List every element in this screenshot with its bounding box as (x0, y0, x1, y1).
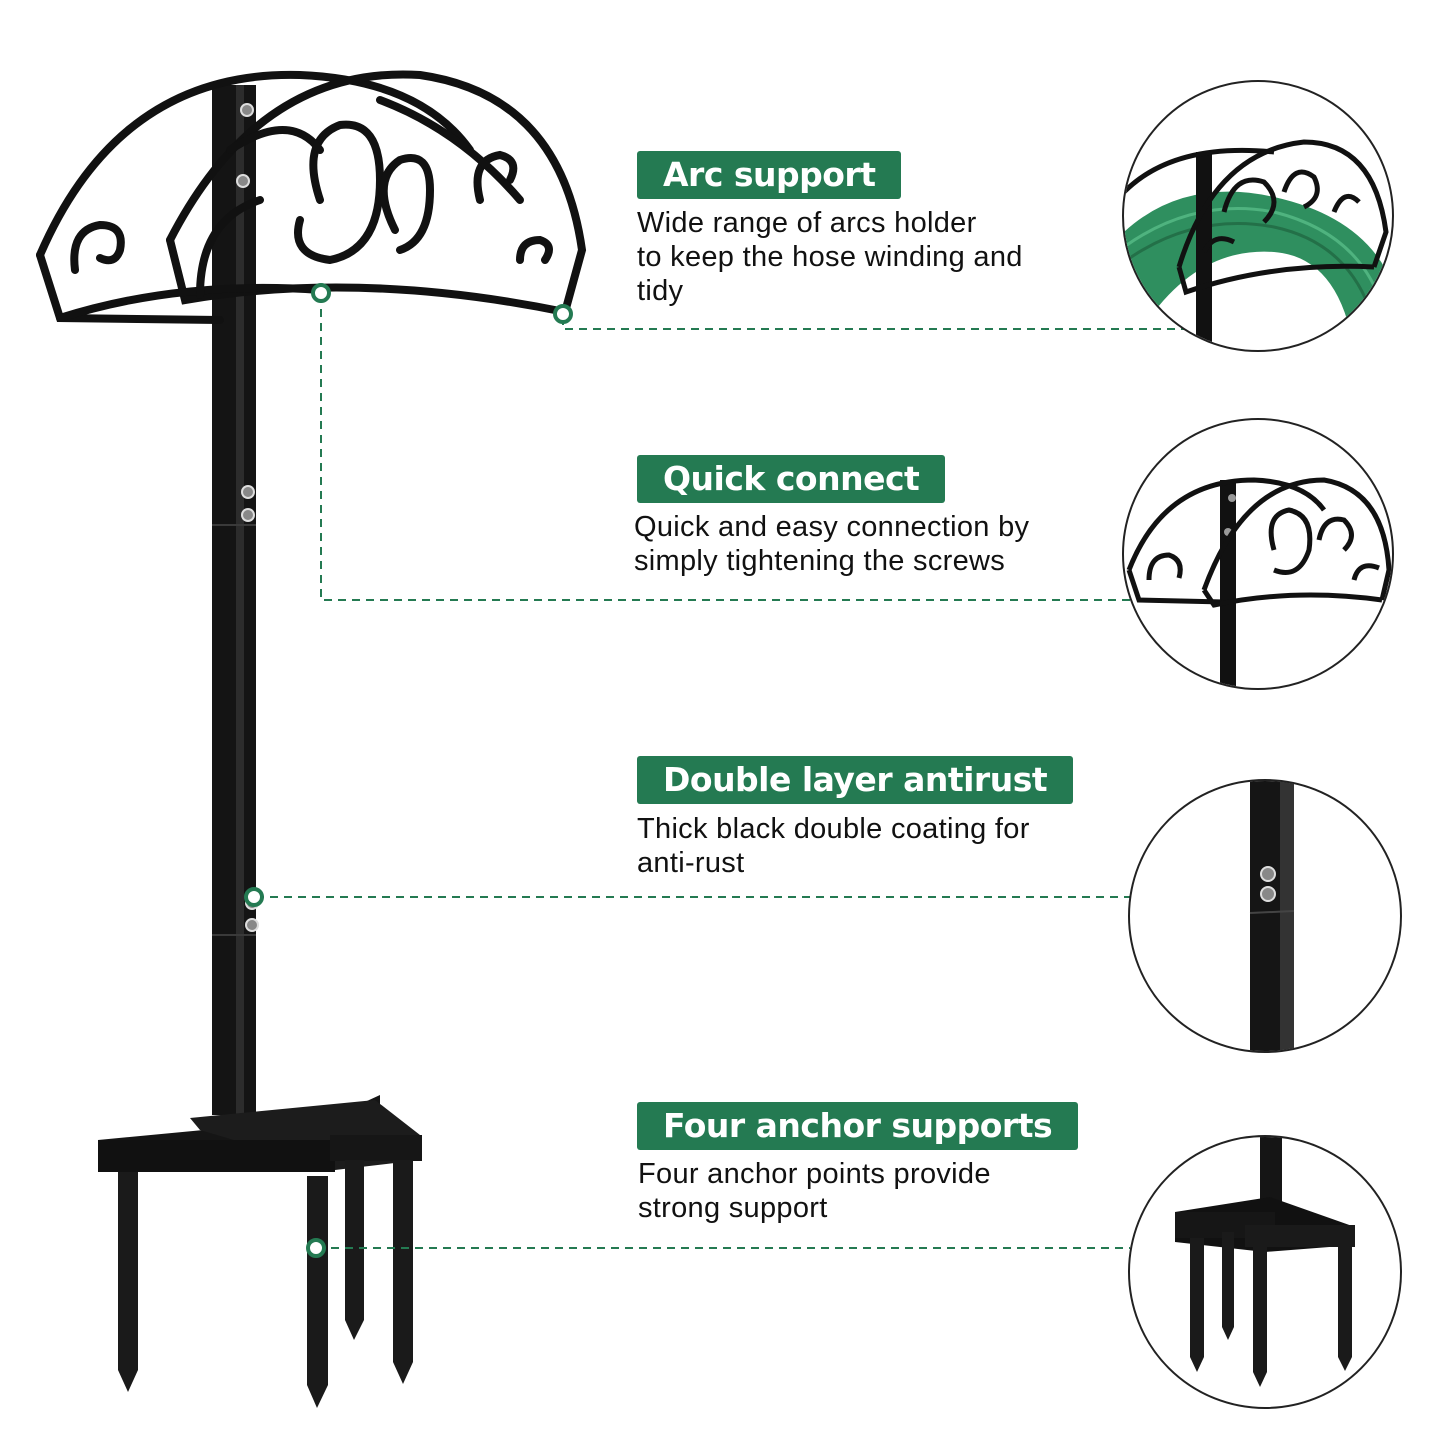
detail-circle-quick-connect (1122, 418, 1394, 690)
pole-joint-closeup-icon (1249, 781, 1295, 1051)
feature-badge-four-anchor-supports: Four anchor supports (637, 1102, 1079, 1150)
detail-circle-four-anchor-supports (1128, 1135, 1402, 1409)
feature-desc-double-layer-antirust: Thick black double coating for anti-rust (637, 813, 1030, 879)
ground-spikes (118, 1160, 413, 1408)
scroll-arc-closeup-icon (1126, 477, 1392, 688)
feature-badge-arc-support: Arc support (637, 151, 902, 199)
cross-base (98, 1095, 422, 1172)
feature-badge-double-layer-antirust: Double layer antirust (637, 756, 1074, 804)
detail-circle-double-layer-antirust (1128, 779, 1402, 1053)
spike-base-closeup-icon (1175, 1137, 1355, 1387)
feature-desc-four-anchor-supports: Four anchor points provide strong suppor… (638, 1158, 991, 1224)
feature-desc-quick-connect: Quick and easy connection by simply tigh… (634, 511, 1030, 577)
detail-circle-arc-support (1122, 80, 1394, 352)
callout-anchor-dots (244, 283, 573, 1258)
hose-holder-closeup-icon (1124, 139, 1392, 350)
scroll-arc-holder (36, 70, 587, 324)
vertical-pole (212, 85, 256, 1115)
feature-badge-quick-connect: Quick connect (637, 455, 946, 503)
feature-desc-arc-support: Wide range of arcs holder to keep the ho… (637, 207, 1023, 307)
